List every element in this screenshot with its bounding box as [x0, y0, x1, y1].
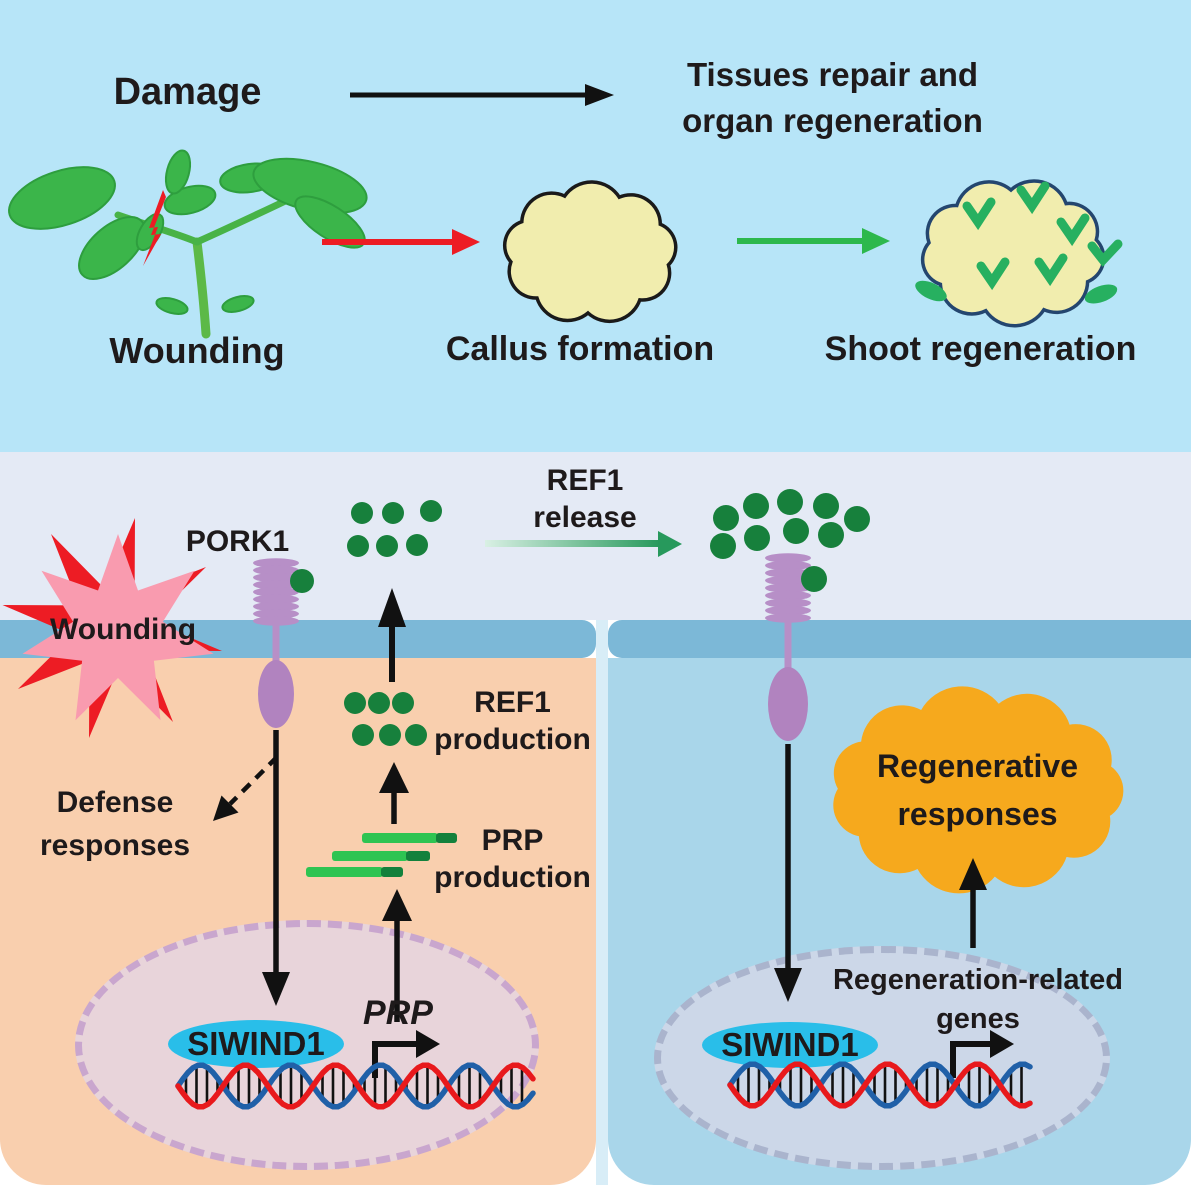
ref1-secretion-arrow: [378, 588, 406, 682]
ref1-peptide-dots-left-icon: [347, 500, 442, 557]
ref1-peptide-dots-cytoplasm-icon: [344, 692, 427, 746]
regenerative-responses-cloud-icon: [833, 686, 1124, 894]
callus-to-shoot-arrow: [737, 228, 890, 254]
wounded-plant-icon: [8, 149, 368, 339]
right-nucleus: [654, 946, 1110, 1170]
transcription-start-arrow-right-icon: [950, 1030, 1014, 1078]
siwind1-left-label: SIWIND1: [187, 1024, 325, 1062]
prp-to-ref1-arrow: [379, 762, 409, 824]
pork1-signaling-arrow-left: [262, 730, 290, 1006]
ref1-bound-dot-icon: [290, 569, 314, 593]
cell-gap-strip: [596, 620, 608, 1185]
damage-arrow: [350, 84, 614, 106]
defense-branch-dashed-arrow: [213, 755, 279, 821]
pork1-receptor-left-icon: [253, 558, 314, 728]
lightning-icon: [143, 190, 166, 266]
apoplast-background: [0, 452, 1191, 620]
ref1-bound-dot-icon: [801, 566, 827, 592]
pork1-receptor-right-icon: [765, 553, 827, 741]
green-shoots-icon: [962, 181, 1123, 291]
transcription-output-arrow: [382, 889, 412, 1022]
side-shoot-leaves-icon: [915, 280, 1118, 304]
shoot-regeneration-cloud-icon: [920, 179, 1106, 328]
pork1-signaling-arrow-right: [774, 744, 802, 1002]
siwind1-right-label: SIWIND1: [721, 1025, 859, 1063]
prp-transcript-bars-icon: [306, 833, 457, 877]
dna-helix-right-icon: [727, 1061, 1033, 1109]
siwind1-ellipse-right: SIWIND1: [702, 1022, 878, 1068]
ref1-release-arrow: [485, 531, 682, 557]
siwind1-ellipse-left: SIWIND1: [168, 1020, 344, 1068]
dna-helix-left-icon: [175, 1062, 536, 1110]
ref1-peptide-dots-right-icon: [710, 489, 870, 559]
wounding-to-callus-arrow: [322, 229, 480, 255]
right-cell-membrane: [608, 620, 1191, 658]
callus-cloud-icon: [502, 180, 678, 324]
wounding-starburst-icon: [2, 518, 222, 738]
genes-to-regeneration-arrow: [959, 858, 987, 948]
